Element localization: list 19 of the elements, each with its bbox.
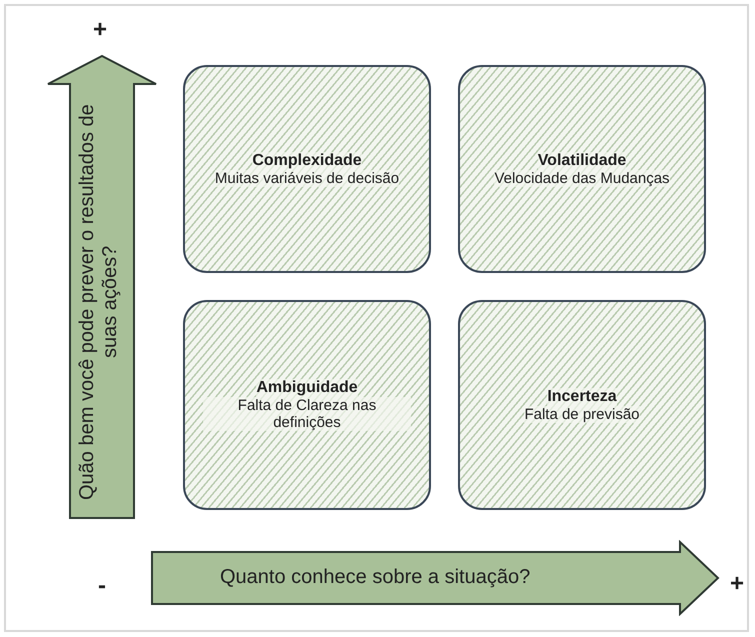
axis-sign: + <box>730 570 744 598</box>
quadrant-box <box>183 65 431 273</box>
axis-arrow <box>150 540 720 616</box>
quadrant-title: Incerteza <box>547 388 617 406</box>
quadrant-box <box>458 65 706 273</box>
quadrant-title: Complexidade <box>252 152 362 170</box>
axis-sign: + <box>93 16 108 44</box>
quadrant-description: Muitas variáveis de decisão <box>214 170 400 186</box>
axis-label: Quão bem você pode prever o resultados de suas ações? <box>76 103 122 502</box>
quadrant-title: Ambiguidade <box>256 379 358 397</box>
axis-sign: - <box>98 572 106 600</box>
quadrant-description: Velocidade das Mudanças <box>494 170 670 186</box>
quadrant-description: Falta de previsão <box>524 406 640 422</box>
quadrant-title: Volatilidade <box>538 152 626 170</box>
quadrant-box <box>183 300 431 510</box>
axis-label: Quanto conhece sobre a situação? <box>220 566 530 589</box>
quadrant-description: Falta de Clareza nas definições <box>203 397 411 431</box>
axis-arrow <box>46 54 158 520</box>
quadrant-box <box>458 300 706 510</box>
